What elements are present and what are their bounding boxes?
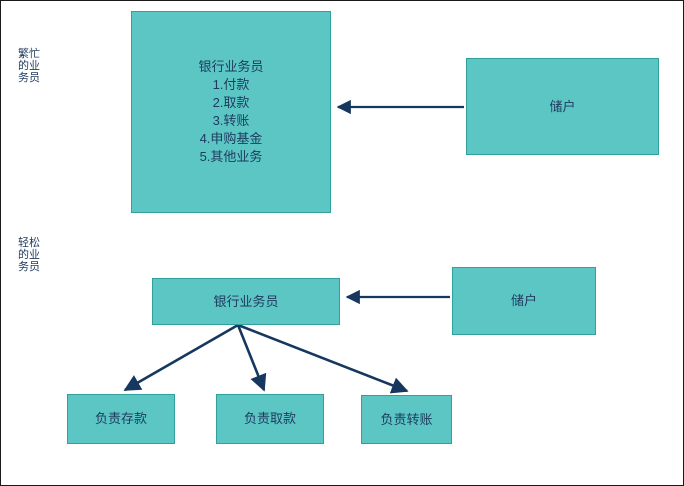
- relaxed-clerk-label: 银行业务员: [213, 293, 279, 309]
- busy-clerk-item-transfer: 3.转账: [212, 113, 250, 128]
- relaxed-depositor-label: 储户: [510, 293, 537, 308]
- arrow-clerk-to-transfer-worker: [237, 323, 409, 394]
- worker-withdraw-label: 负责取款: [243, 411, 296, 426]
- busy-depositor-label: 储户: [549, 98, 576, 114]
- worker-box-deposit: 负责存款: [67, 394, 175, 444]
- busy-depositor-box: 储户: [466, 58, 659, 155]
- busy-clerk-box: 银行业务员 1.付款 2.取款 3.转账 4.申购基金 5.其他业务: [131, 11, 331, 213]
- relaxed-clerk-box: 银行业务员: [152, 278, 340, 325]
- worker-transfer-label: 负责转账: [380, 411, 433, 427]
- busy-clerk-item-other: 5.其他业务: [199, 149, 263, 164]
- busy-clerk-item-pay: 1.付款: [212, 77, 250, 92]
- worker-deposit-label: 负责存款: [94, 411, 147, 426]
- busy-clerk-item-withdraw: 2.取款: [212, 95, 250, 110]
- arrow-clerk-to-deposit-worker: [123, 323, 239, 392]
- arrow-clerk-to-withdraw-worker: [236, 324, 267, 392]
- relaxed-depositor-box: 储户: [452, 267, 596, 335]
- busy-clerk-title: 银行业务员: [198, 59, 264, 74]
- label-relaxed-clerk: 轻松的业务员: [18, 237, 40, 274]
- worker-box-transfer: 负责转账: [361, 395, 452, 444]
- label-busy-clerk: 繁忙的业务员: [18, 48, 40, 85]
- worker-box-withdraw: 负责取款: [216, 394, 324, 444]
- busy-clerk-item-fund: 4.申购基金: [199, 131, 263, 146]
